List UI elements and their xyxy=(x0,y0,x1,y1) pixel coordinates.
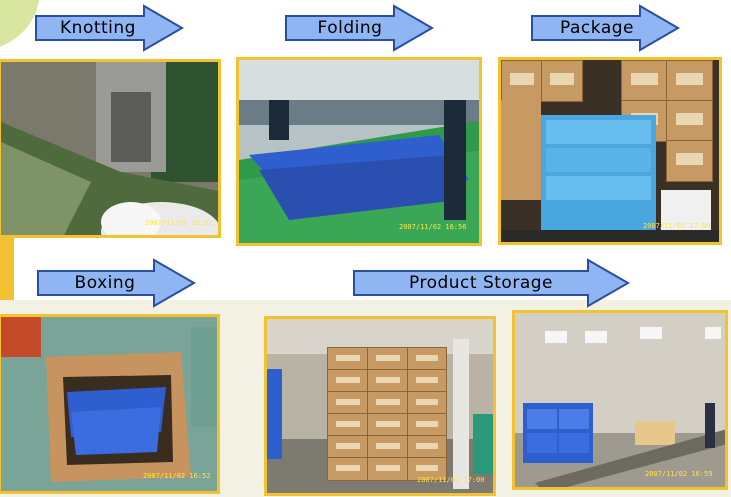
carton-box xyxy=(666,60,713,102)
carton-box xyxy=(327,369,369,393)
photo-boxing: 2007/11/02 16:52 xyxy=(0,314,220,494)
photo-timestamp: 2007/11/02 16:52 xyxy=(143,472,211,480)
carton-box xyxy=(367,369,409,393)
step-label: Package xyxy=(560,18,634,38)
step-arrow-package: Package xyxy=(530,4,680,52)
photo-timestamp: 2007/11/02 17:00 xyxy=(417,476,485,484)
step-arrow-knotting: Knotting xyxy=(34,4,184,52)
carton-box xyxy=(327,435,369,459)
carton-box xyxy=(407,369,447,393)
photo-timestamp: 2007/11/02 16:59 xyxy=(645,470,713,478)
carton-box xyxy=(407,435,447,459)
carton-box xyxy=(367,435,409,459)
photo-knotting: 2007/11/02 16:52 xyxy=(0,59,221,238)
carton-box xyxy=(327,347,369,371)
photo-package: 2007/11/02 17:00 xyxy=(498,57,722,245)
photo-timestamp: 2007/11/02 16:56 xyxy=(399,223,467,231)
pillar xyxy=(453,339,469,489)
green-tarp-stack xyxy=(473,414,493,474)
carton-box xyxy=(367,347,409,371)
carton-box xyxy=(407,413,447,437)
photo-storage-2: 2007/11/02 16:59 xyxy=(512,310,728,490)
carton-box xyxy=(541,60,583,102)
carton-box xyxy=(666,140,713,182)
step-arrow-folding: Folding xyxy=(284,4,434,52)
photo-storage-1: 2007/11/02 17:00 xyxy=(264,316,496,496)
photo-folding: 2007/11/02 16:56 xyxy=(236,57,482,246)
carton-box xyxy=(367,391,409,415)
carton-box xyxy=(407,347,447,371)
photo-timestamp: 2007/11/02 16:52 xyxy=(145,219,213,227)
carton-box xyxy=(327,391,369,415)
step-label: Knotting xyxy=(60,18,136,38)
side-decoration xyxy=(0,230,14,300)
carton-box xyxy=(501,60,543,102)
photo-timestamp: 2007/11/02 17:00 xyxy=(643,222,711,230)
step-label: Folding xyxy=(317,18,383,38)
carton-box xyxy=(407,391,447,415)
carton-box xyxy=(407,457,447,481)
carton-box xyxy=(367,413,409,437)
step-arrow-boxing: Boxing xyxy=(36,258,196,308)
step-arrow-product-storage: Product Storage xyxy=(352,258,630,308)
carton-box xyxy=(327,413,369,437)
carton-box xyxy=(367,457,409,481)
carton-box xyxy=(327,457,369,481)
step-label: Product Storage xyxy=(409,273,553,293)
carton-box xyxy=(621,60,668,102)
step-label: Boxing xyxy=(74,273,136,293)
